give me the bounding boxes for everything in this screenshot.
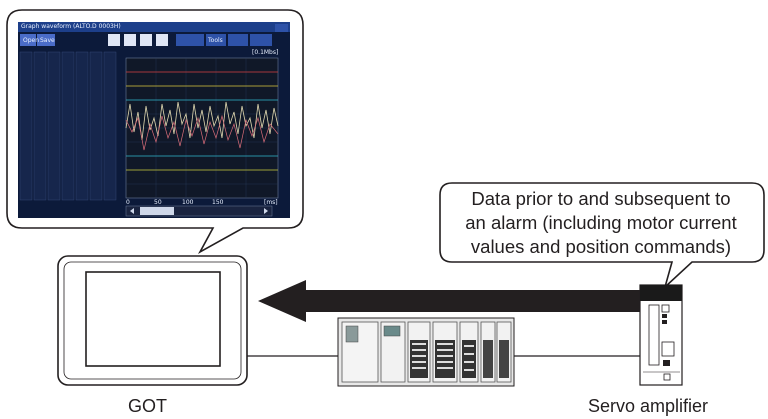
tools-button[interactable]	[206, 34, 226, 46]
tools-label: Tools	[208, 37, 223, 44]
x-tick-0: 0	[126, 199, 130, 206]
open-button[interactable]	[20, 34, 36, 46]
servo-callout-text: Data prior to and subsequent to an alarm…	[436, 187, 766, 259]
servo-amplifier-device	[639, 284, 683, 386]
x-tick-100: 100	[182, 199, 194, 206]
x-unit: [ms]	[264, 199, 278, 206]
graph-screen	[18, 22, 290, 218]
x-tick-50: 50	[154, 199, 162, 206]
data-flow-arrow	[258, 280, 642, 322]
close-icon[interactable]	[275, 24, 288, 32]
callout-line-1: Data prior to and subsequent to	[471, 188, 731, 209]
got-device	[57, 255, 248, 386]
callout-line-2: an alarm (including motor current	[465, 212, 737, 233]
x-tick-150: 150	[212, 199, 224, 206]
screen-title: Graph waveform (ALTO.D 0003H)	[21, 23, 121, 30]
reset-data-button[interactable]	[228, 34, 248, 46]
unit-right: [0.1Mbs]	[252, 49, 279, 56]
plc-unit	[337, 317, 515, 387]
callout-line-3: values and position commands)	[470, 236, 732, 257]
servo-label: Servo amplifier	[588, 396, 709, 416]
recorder-info-button[interactable]	[250, 34, 272, 46]
scrollbar-thumb[interactable]	[140, 207, 174, 215]
save-label: Save	[40, 37, 55, 44]
save-button[interactable]	[37, 34, 55, 46]
servo-callout-bubble	[439, 182, 765, 290]
got-label: GOT	[128, 396, 167, 416]
open-label: Open	[23, 37, 40, 44]
display-item-name-button[interactable]	[176, 34, 204, 46]
